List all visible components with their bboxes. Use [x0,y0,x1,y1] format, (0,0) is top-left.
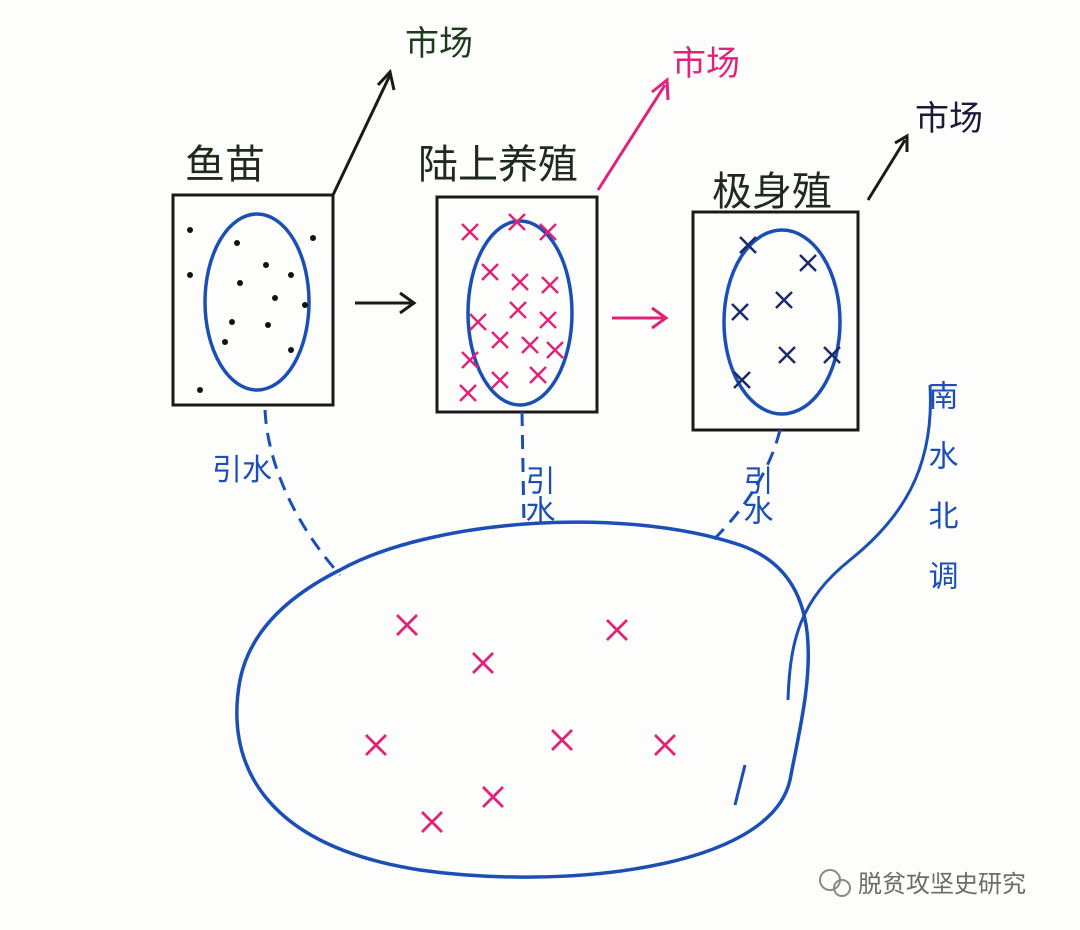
stage-label: 极身殖 [712,169,832,215]
cross-mark [508,213,526,231]
stage-third-farming: 极身殖 市场 [691,99,983,432]
cross-mark [799,254,817,272]
market-label: 市场 [672,44,740,84]
cross-mark [521,336,539,354]
intake-label: 引水 [738,465,773,525]
cross-mark [823,346,841,364]
cross-mark [731,303,749,321]
cross-mark [541,276,559,294]
cross-mark [539,311,557,329]
cross-mark [551,729,573,751]
cross-mark [491,331,509,349]
cross-mark [733,371,751,389]
cross-mark [481,263,499,281]
market-label: 市场 [405,24,473,64]
cross-mark [482,786,504,808]
cross-mark [511,273,529,291]
market-label: 市场 [915,99,983,139]
stage-label: 陆上养殖 [418,142,578,188]
cross-mark [461,351,479,369]
cross-mark [606,619,628,641]
fish-crosses [731,236,841,389]
cross-mark [472,652,494,674]
cross-mark [491,371,509,389]
watermark-text: 脱贫攻坚史研究 [858,870,1026,898]
fish-crosses [459,213,564,402]
cross-mark [775,291,793,309]
cross-mark [509,301,527,319]
cross-mark [539,223,557,241]
watermark: 脱贫攻坚史研究 [819,869,1026,898]
diversion-canal [786,384,932,701]
circulation-loop [466,219,574,407]
cross-mark [469,313,487,331]
flow-arrow [612,306,669,330]
fry-dots [187,227,316,393]
market-arrow [331,74,392,196]
intake-pipe [520,411,526,526]
intake-label: 引水 [520,465,555,525]
cross-mark [778,346,796,364]
stage-fry: 鱼苗 市场 [171,24,473,407]
cross-mark [739,236,757,254]
intake-pipe [706,429,782,547]
circulation-loop [722,228,842,416]
market-arrow [866,139,907,201]
stage-box [435,195,599,414]
cross-mark [396,614,418,636]
cross-mark [529,366,547,384]
stage-label: 鱼苗 [185,142,265,188]
diversion-label: 南水北调 [923,380,958,620]
cross-mark [546,341,564,359]
market-arrow [596,84,667,191]
flow-arrow [355,291,417,315]
wechat-icon [819,869,841,891]
circulation-loop [203,212,311,392]
reservoir [235,520,810,879]
stage-box [691,210,860,432]
cross-mark [459,384,477,402]
intake-label: 引水 [212,453,272,488]
stage-box [171,193,335,407]
reservoir-fish-crosses [365,614,676,833]
cross-mark [461,223,479,241]
stage-land-farming: 陆上养殖 市场 [418,44,740,414]
cross-mark [654,734,676,756]
intake-pipe [263,409,342,576]
cross-mark [421,811,443,833]
cross-mark [365,734,387,756]
